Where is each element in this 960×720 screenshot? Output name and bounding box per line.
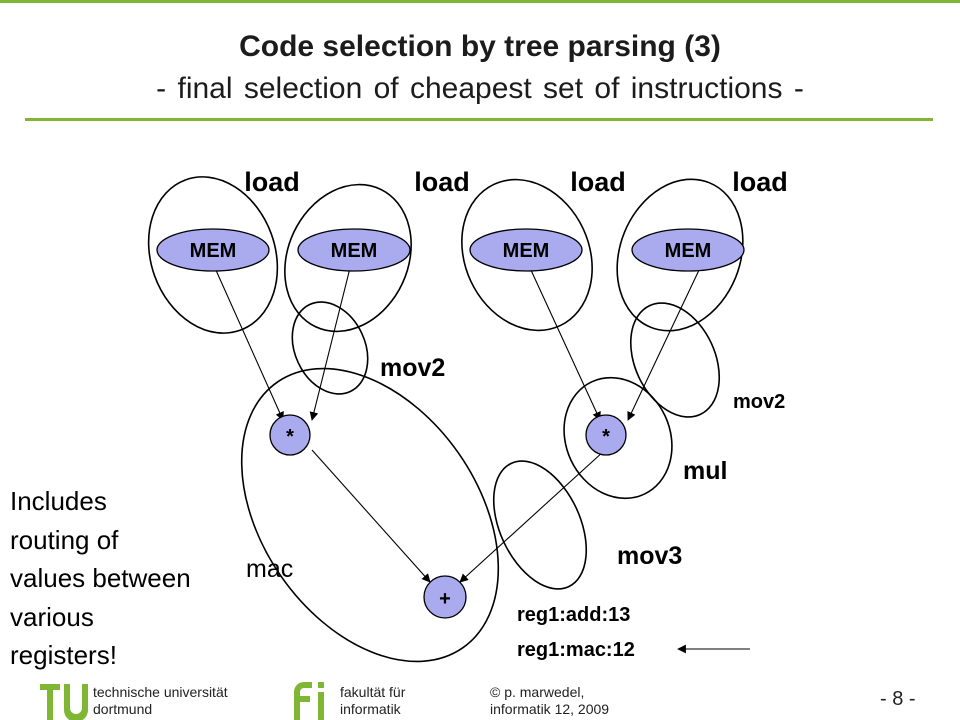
edge-mem1-mul1 <box>214 267 284 421</box>
note-line-1: Includes <box>10 486 107 516</box>
mul-node-2 <box>585 414 627 456</box>
cost-add: reg1:add:13 <box>517 604 630 626</box>
load-label-4: load <box>732 167 788 197</box>
side-note: Includes routing of values between vario… <box>10 482 250 675</box>
mem-node-3-label: MEM <box>503 240 550 262</box>
footer-faculty: fakultät für informatik <box>340 684 406 717</box>
label-mac: mac <box>246 555 293 583</box>
mem-node-3 <box>469 228 583 272</box>
note-line-5: registers! <box>10 640 117 670</box>
mem-node-4-label: MEM <box>665 240 712 262</box>
mem-node-2-label: MEM <box>331 240 378 262</box>
load-cover-4 <box>616 178 744 332</box>
cost-mac: reg1:mac:12 <box>517 639 635 661</box>
page-title: Code selection by tree parsing (3) <box>239 30 721 63</box>
load-cover-3 <box>461 178 593 332</box>
label-mov2-left: mov2 <box>380 354 445 382</box>
edge-mem2-mul1 <box>309 267 351 421</box>
note-line-4: various <box>10 601 94 632</box>
mov2-cover-right <box>629 302 721 418</box>
mac-cover <box>240 367 500 663</box>
mov3-cover <box>492 460 588 590</box>
title-divider <box>25 118 933 121</box>
page-number: - 8 - <box>880 688 916 710</box>
edge-mem3-mul2 <box>529 267 601 421</box>
mov2-cover-left <box>291 301 369 395</box>
load-cover-1 <box>147 176 279 334</box>
mem-node-1 <box>156 228 270 272</box>
tu-logo <box>40 684 88 720</box>
mem-node-1-label: MEM <box>190 240 237 262</box>
load-label-2: load <box>414 167 470 197</box>
page-subtitle: - final selection of cheapest set of ins… <box>156 72 804 105</box>
mem-node-2 <box>297 228 411 272</box>
note-line-3: values between <box>10 563 191 593</box>
load-label-1: load <box>244 167 300 197</box>
footer-copyright: © p. marwedel, informatik 12, 2009 <box>490 684 610 717</box>
edge-mul1-add <box>311 449 431 583</box>
label-mul: mul <box>683 457 727 485</box>
top-accent-line <box>0 0 960 3</box>
footer-university: technische universität dortmund <box>93 684 228 717</box>
add-node-label: + <box>439 588 451 610</box>
mul-node-1-label: * <box>286 426 294 448</box>
fi-logo <box>294 682 324 720</box>
label-mov2-right: mov2 <box>733 391 785 413</box>
mul-cover <box>563 376 673 500</box>
mul-node-1 <box>269 414 311 456</box>
edge-mul2-add <box>459 450 605 583</box>
load-label-3: load <box>570 167 626 197</box>
load-cover-2 <box>284 183 412 333</box>
add-node <box>423 575 467 619</box>
edge-mem4-mul2 <box>627 267 701 421</box>
mul-node-2-label: * <box>602 426 610 448</box>
label-mov3: mov3 <box>617 542 682 570</box>
mem-node-4 <box>631 228 745 272</box>
note-line-2: routing of <box>10 524 119 555</box>
